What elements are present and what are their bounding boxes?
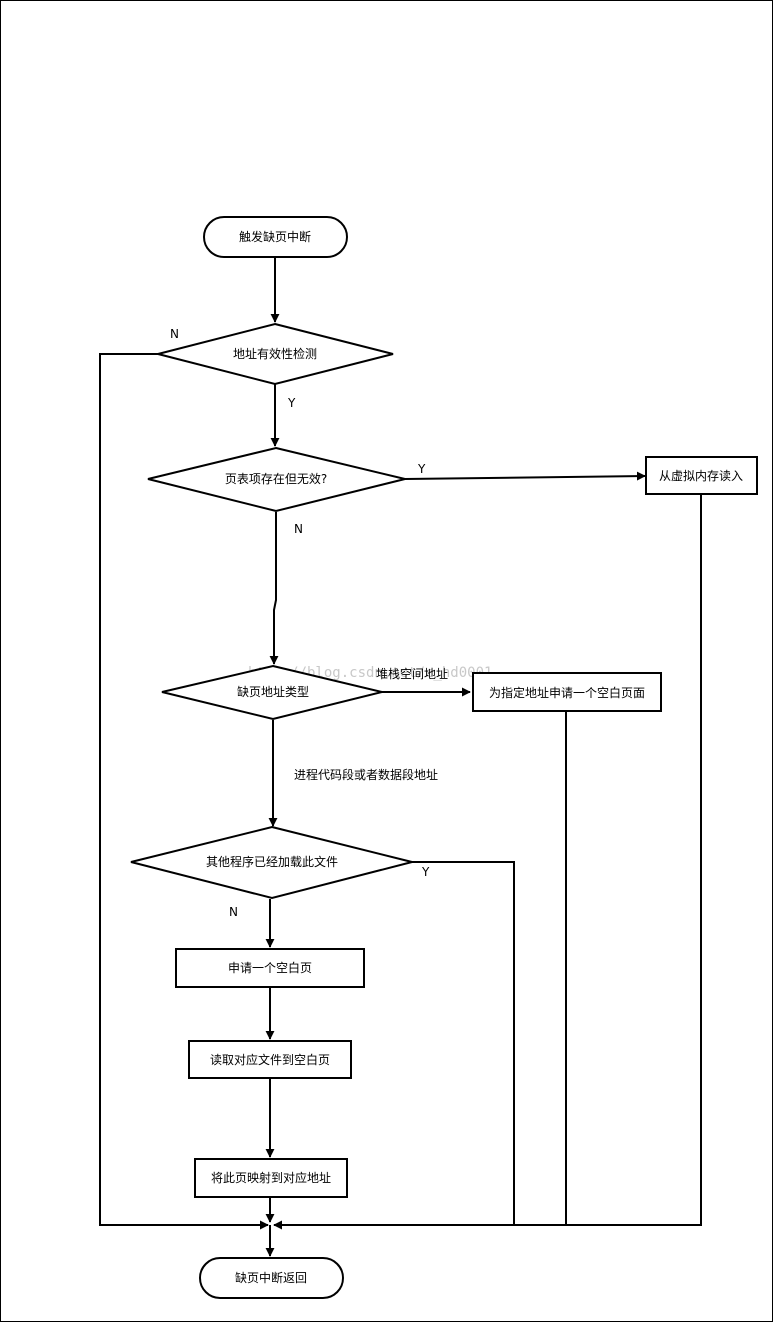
- pte-invalid-label: 页表项存在但无效?: [225, 471, 327, 486]
- alloc-for-addr-label: 为指定地址申请一个空白页面: [489, 685, 645, 700]
- read-file-box: [188, 1040, 352, 1079]
- check-valid-label: 地址有效性检测: [233, 346, 317, 361]
- edge-read-virtual-down: [273, 495, 702, 1230]
- map-page-box: [194, 1158, 348, 1198]
- edge-pte-no: [269, 512, 279, 665]
- start-node: [203, 216, 348, 258]
- read-virtual-label: 从虚拟内存读入: [659, 469, 743, 483]
- read-file-label: 读取对应文件到空白页: [210, 1052, 330, 1067]
- start-label: 触发缺页中断: [239, 229, 311, 244]
- loaded-no-label: N: [229, 905, 238, 919]
- code-data-label: 进程代码段或者数据段地址: [294, 767, 438, 782]
- alloc-blank-label: 申请一个空白页: [228, 960, 312, 975]
- end-node: [199, 1257, 344, 1299]
- pte-no-label: N: [294, 522, 303, 536]
- other-loaded-label: 其他程序已经加载此文件: [206, 854, 338, 869]
- alloc-for-addr-box: [472, 672, 662, 712]
- check-valid-decision: [157, 322, 394, 386]
- loaded-yes-label: Y: [421, 865, 430, 879]
- map-page-label: 将此页映射到对应地址: [211, 1170, 331, 1185]
- check-yes-label: Y: [287, 396, 296, 410]
- addr-type-decision: [161, 664, 383, 721]
- edge-check-no: [99, 353, 269, 1230]
- edge-pte-yes: [404, 471, 646, 481]
- end-label: 缺页中断返回: [235, 1270, 307, 1285]
- alloc-blank-box: [175, 948, 365, 988]
- check-no-label: N: [170, 327, 179, 341]
- other-loaded-decision: [130, 825, 413, 900]
- heap-stack-label: 堆栈空间地址: [376, 666, 448, 681]
- read-virtual-box: [645, 456, 758, 495]
- pte-yes-label: Y: [417, 462, 426, 476]
- addr-type-label: 缺页地址类型: [237, 684, 309, 699]
- edge-loaded-yes: [412, 861, 515, 1225]
- pte-invalid-decision: [147, 446, 406, 513]
